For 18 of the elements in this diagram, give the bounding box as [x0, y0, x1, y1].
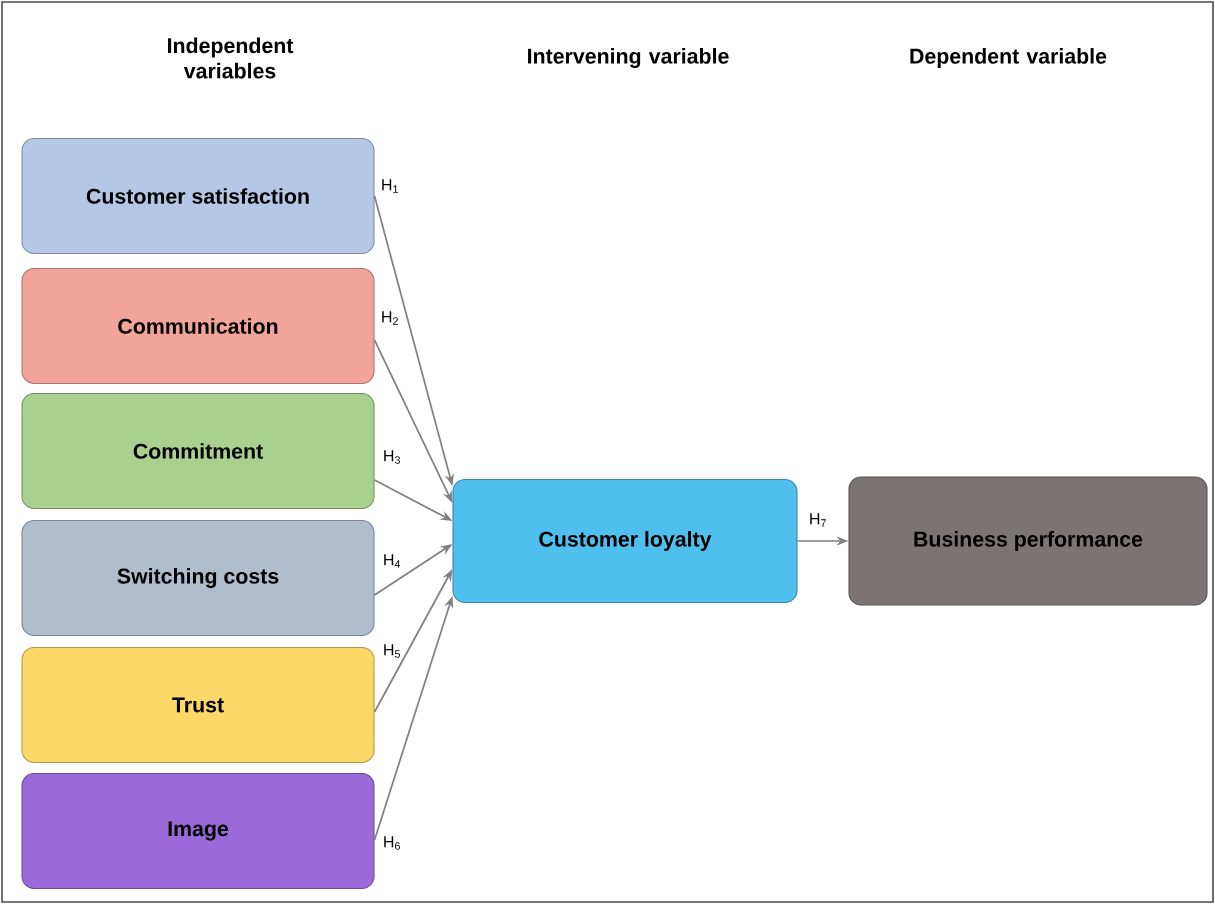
edge-label: H$_{5}$ — [384, 644, 400, 658]
edge-label: H$_{4}$ — [384, 554, 401, 568]
column-heading: Dependent variable — [910, 48, 1107, 68]
edge-label: H$_{6}$ — [384, 836, 400, 850]
variable-box: Switching costs — [21, 519, 375, 637]
variable-box: Commitment — [21, 392, 375, 510]
variable-box: Communication — [21, 267, 375, 385]
column-heading: Independent variables — [168, 37, 294, 79]
variable-box: Business performance — [848, 476, 1208, 606]
edge-label: H$_{7}$ — [810, 513, 826, 527]
column-heading: Intervening variable — [528, 48, 729, 68]
edge-label: H$_{2}$ — [382, 311, 398, 325]
variable-box: Customer satisfaction — [21, 137, 375, 255]
variable-box: Trust — [21, 646, 375, 764]
variable-box: Image — [21, 772, 375, 890]
variable-box: Customer loyalty — [452, 478, 798, 604]
edge-label: H$_{3}$ — [384, 450, 400, 464]
edge-label: H$_{1}$ — [382, 179, 398, 193]
